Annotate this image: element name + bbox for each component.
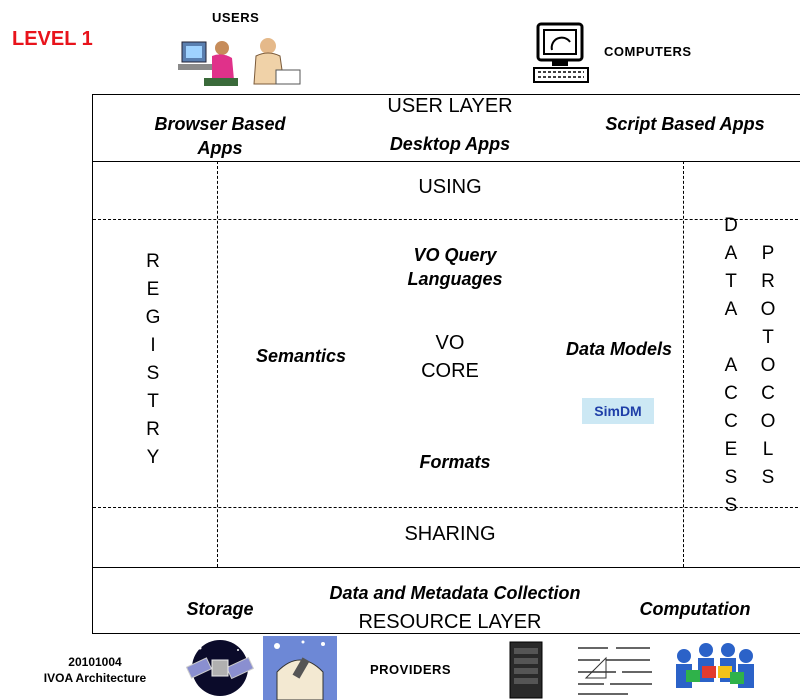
users-clipart-icon	[178, 38, 301, 86]
simdm-badge: SimDM	[582, 398, 654, 424]
users-label: USERS	[212, 10, 260, 25]
data-models-label: Data Models	[565, 339, 673, 359]
registry-letter: I	[150, 335, 156, 356]
providers-label: PROVIDERS	[370, 662, 452, 677]
document-date: 20101004 IVOA Architecture	[20, 654, 170, 686]
protocols-letter: C	[761, 383, 775, 404]
browser-based-apps: Browser Based Apps	[154, 114, 286, 158]
data-access-letter: S	[724, 495, 738, 516]
registry-letter: G	[145, 307, 161, 328]
protocols-letter: R	[761, 271, 775, 292]
people-puzzle-icon	[676, 643, 754, 688]
user-layer-title: USER LAYER	[387, 95, 513, 117]
sharing-label: SHARING	[404, 523, 496, 545]
storage-label: Storage	[186, 599, 254, 619]
vo-query-languages: VO Query Languages	[407, 245, 503, 289]
server-icon	[509, 641, 543, 699]
registry-letter: Y	[146, 447, 160, 468]
data-access-letter: T	[725, 271, 737, 292]
data-access-letter: E	[724, 439, 738, 460]
registry-letter: T	[147, 391, 159, 412]
registry-letter: R	[146, 251, 160, 272]
registry-letter: R	[146, 419, 160, 440]
satellite-icon	[185, 640, 255, 696]
data-access-letter: A	[724, 355, 738, 376]
desktop-apps: Desktop Apps	[389, 134, 511, 154]
computers-label: COMPUTERS	[604, 44, 692, 59]
formats-label: Formats	[419, 452, 491, 472]
data-metadata-collection: Data and Metadata Collection	[329, 583, 581, 603]
observatory-icon	[263, 636, 337, 700]
data-access-letter	[721, 324, 741, 352]
registry-divider	[217, 161, 218, 567]
using-label: USING	[418, 176, 482, 198]
level-label: LEVEL 1	[12, 28, 93, 50]
resource-layer-title: RESOURCE LAYER	[358, 611, 542, 633]
data-access-letter: A	[724, 299, 738, 320]
core-label: CORE	[421, 360, 479, 382]
date-text: 20101004	[68, 655, 122, 669]
protocols-letter: T	[762, 327, 774, 348]
data-access-letter: A	[724, 243, 738, 264]
data-access-letter: D	[724, 215, 738, 236]
computer-icon	[533, 22, 589, 83]
data-access-letter: C	[724, 383, 738, 404]
semantics-label: Semantics	[255, 346, 347, 366]
protocols-letter: S	[761, 467, 775, 488]
sharing-divider	[93, 507, 800, 508]
equations-icon	[572, 638, 662, 700]
data-access-divider	[683, 161, 684, 567]
protocols-letter: O	[760, 299, 776, 320]
registry-letter: E	[146, 279, 160, 300]
resource-layer-divider	[93, 567, 800, 568]
protocols-letter: P	[761, 243, 775, 264]
data-access-letter: S	[724, 467, 738, 488]
user-layer-divider	[93, 161, 800, 162]
vo-label: VO	[435, 332, 465, 354]
data-access-letter: C	[724, 411, 738, 432]
architecture-frame	[92, 94, 800, 634]
protocols-letter: L	[762, 439, 774, 460]
document-title: IVOA Architecture	[43, 671, 147, 685]
protocols-letter: O	[760, 411, 776, 432]
script-based-apps: Script Based Apps	[605, 114, 765, 134]
protocols-letter: O	[760, 355, 776, 376]
computation-label: Computation	[639, 599, 751, 619]
registry-letter: S	[146, 363, 160, 384]
using-divider	[93, 219, 800, 220]
